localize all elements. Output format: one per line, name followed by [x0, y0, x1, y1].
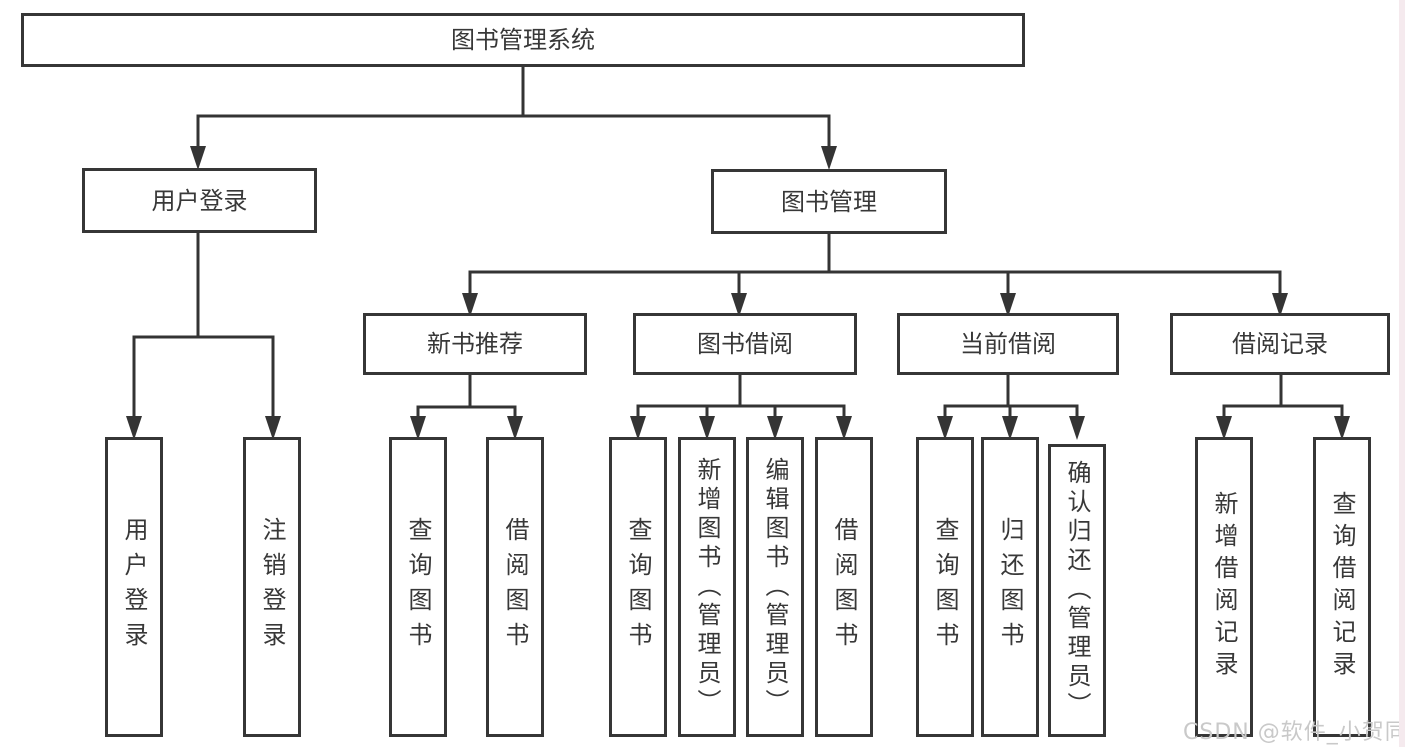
leaf-query-books-2: 查询图书	[609, 437, 667, 737]
leaf-add-borrow-record: 新增借阅记录	[1195, 437, 1253, 737]
leaf-edit-book-admin: 编辑图书（管理员）	[746, 437, 804, 737]
arrowheads	[126, 146, 1350, 440]
node-new-book-recommend: 新书推荐	[363, 313, 587, 375]
leaf-label: 用户登录	[120, 517, 148, 657]
csdn-watermark: CSDN @软件_小贺同学	[1183, 720, 1405, 745]
leaf-label: 归还图书	[996, 517, 1024, 657]
leaf-label: 查询图书	[404, 517, 432, 657]
leaf-label: 查询借阅记录	[1328, 491, 1356, 683]
node-book-borrow: 图书借阅	[633, 313, 857, 375]
leaf-label: 确认归还（管理员）	[1063, 460, 1091, 721]
node-user-login: 用户登录	[82, 168, 317, 233]
image-edge-artifact	[1399, 0, 1405, 747]
leaf-label: 新增借阅记录	[1210, 491, 1238, 683]
leaf-label: 注销登录	[258, 517, 286, 657]
leaf-add-book-admin: 新增图书（管理员）	[678, 437, 736, 737]
leaf-label: 借阅图书	[830, 517, 858, 657]
leaf-label: 查询图书	[624, 517, 652, 657]
leaf-query-books-1: 查询图书	[389, 437, 447, 737]
node-current-borrow: 当前借阅	[897, 313, 1119, 375]
leaf-user-login: 用户登录	[105, 437, 163, 737]
leaf-label: 新增图书（管理员）	[693, 456, 721, 718]
leaf-return-books: 归还图书	[981, 437, 1039, 737]
node-borrow-records: 借阅记录	[1170, 313, 1390, 375]
leaf-query-borrow-record: 查询借阅记录	[1313, 437, 1371, 737]
node-library-system: 图书管理系统	[21, 13, 1025, 67]
leaf-query-books-3: 查询图书	[916, 437, 974, 737]
leaf-label: 编辑图书（管理员）	[761, 456, 789, 718]
node-book-management: 图书管理	[711, 169, 947, 234]
leaf-logout: 注销登录	[243, 437, 301, 737]
leaf-label: 借阅图书	[501, 517, 529, 657]
leaf-label: 查询图书	[931, 517, 959, 657]
leaf-borrow-books-1: 借阅图书	[486, 437, 544, 737]
leaf-borrow-books-2: 借阅图书	[815, 437, 873, 737]
leaf-confirm-return-admin: 确认归还（管理员）	[1048, 444, 1106, 737]
